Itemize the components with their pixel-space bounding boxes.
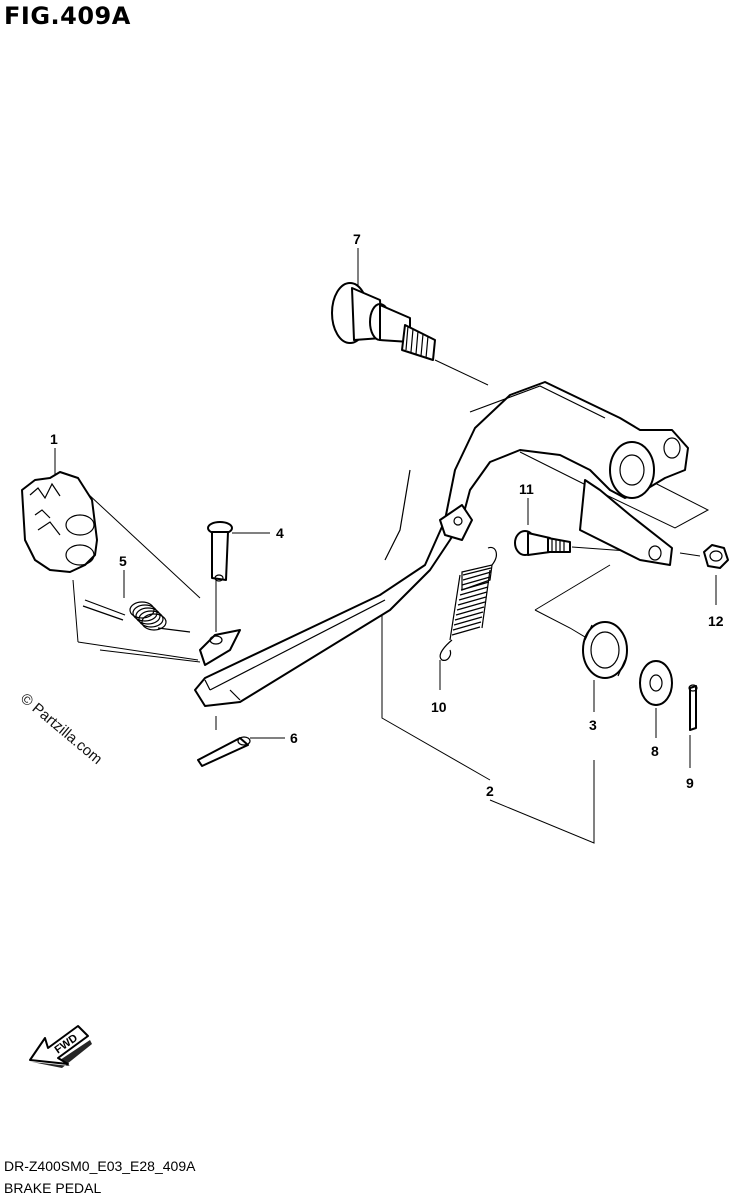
seal-part-3[interactable] xyxy=(582,621,628,679)
stopper-plate-part-1[interactable] xyxy=(21,471,98,573)
callout-labels: 1 2 3 4 5 6 7 8 9 10 11 12 xyxy=(50,231,724,799)
nut-part-12[interactable] xyxy=(703,544,729,569)
callout-4: 4 xyxy=(276,525,284,541)
fwd-direction-arrow: FWD xyxy=(29,1025,92,1068)
callout-3: 3 xyxy=(589,717,597,733)
callout-1: 1 xyxy=(50,431,58,447)
callout-2: 2 xyxy=(486,783,494,799)
callout-7: 7 xyxy=(353,231,361,247)
callout-9: 9 xyxy=(686,775,694,791)
brake-pedal-arm-part-2[interactable] xyxy=(194,381,689,707)
clevis-pin-part-4[interactable] xyxy=(207,521,233,582)
cotter-pin-part-9[interactable] xyxy=(688,684,698,731)
figure-title: FIG.409A xyxy=(4,2,131,30)
cotter-pin-part-6[interactable] xyxy=(197,736,251,767)
return-spring-part-10[interactable] xyxy=(439,546,497,661)
section-name: BRAKE PEDAL xyxy=(4,1180,102,1196)
bolt-part-11[interactable] xyxy=(514,530,571,556)
model-code: DR-Z400SM0_E03_E28_409A xyxy=(4,1158,196,1174)
callout-10: 10 xyxy=(431,699,447,715)
callout-8: 8 xyxy=(651,743,659,759)
torsion-spring-part-5[interactable] xyxy=(82,599,191,633)
callout-6: 6 xyxy=(290,730,298,746)
callout-11: 11 xyxy=(519,481,534,497)
washer-part-8[interactable] xyxy=(639,660,673,706)
pivot-bolt-part-7[interactable] xyxy=(331,282,436,361)
leader-lines xyxy=(54,248,717,844)
callout-5: 5 xyxy=(119,553,127,569)
callout-12: 12 xyxy=(708,613,724,629)
